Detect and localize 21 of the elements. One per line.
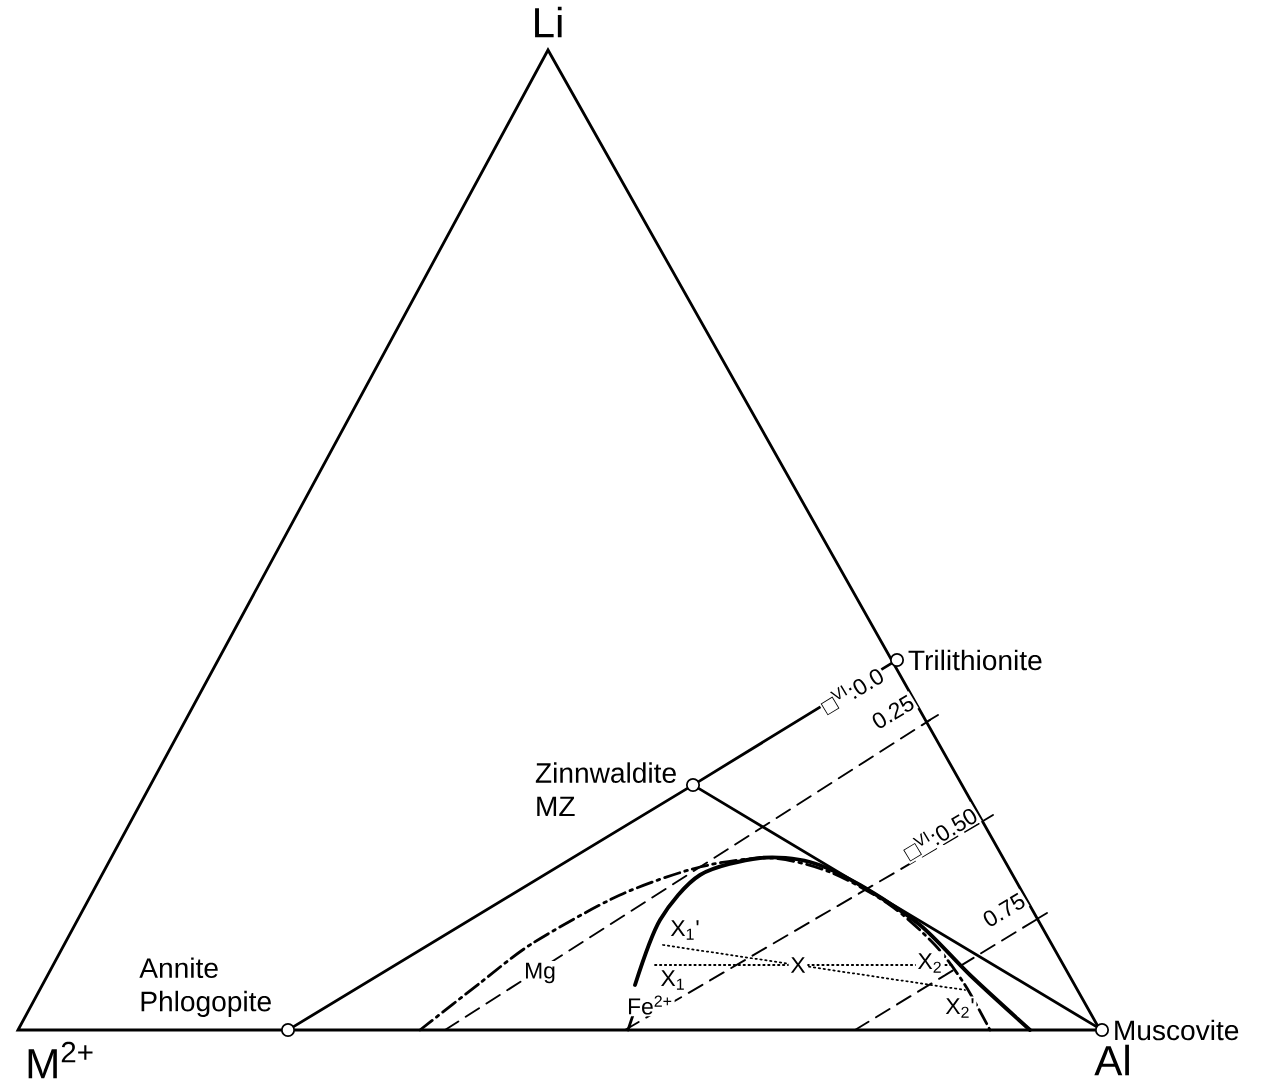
end-member-point: Zinnwaldite MZ xyxy=(535,762,701,817)
node-label: Zinnwaldite xyxy=(535,762,676,783)
isoline-label: 0.75 xyxy=(978,889,1030,931)
node-label: Phlogopite xyxy=(141,990,271,1017)
end-member-point: Muscovite xyxy=(1094,1019,1239,1041)
end-member-point: Annite Phlogopite xyxy=(139,957,296,1038)
point-label: X$_{2}$ xyxy=(915,951,945,975)
corner-label: Al xyxy=(1092,1042,1134,1078)
tie-line xyxy=(292,787,689,1028)
point-label: X$_{2}$' xyxy=(943,996,977,1020)
point-label: X$_{1}$ xyxy=(658,968,688,992)
node-label: Annite xyxy=(139,957,218,979)
corner-label: M$^{2+}$ xyxy=(23,1040,97,1080)
curve-label: Fe$^{2+}$ xyxy=(625,993,675,1017)
isoline-label: □$^{VI}$:0.50 xyxy=(898,801,982,865)
node-label: MZ xyxy=(537,796,575,817)
curve-label: Mg xyxy=(522,961,558,985)
end-member-point: Trilithionite xyxy=(889,649,1042,671)
corner-label: Li xyxy=(529,4,567,40)
point-label: X xyxy=(788,955,808,975)
point-label: X$_{1}$' xyxy=(668,918,702,942)
